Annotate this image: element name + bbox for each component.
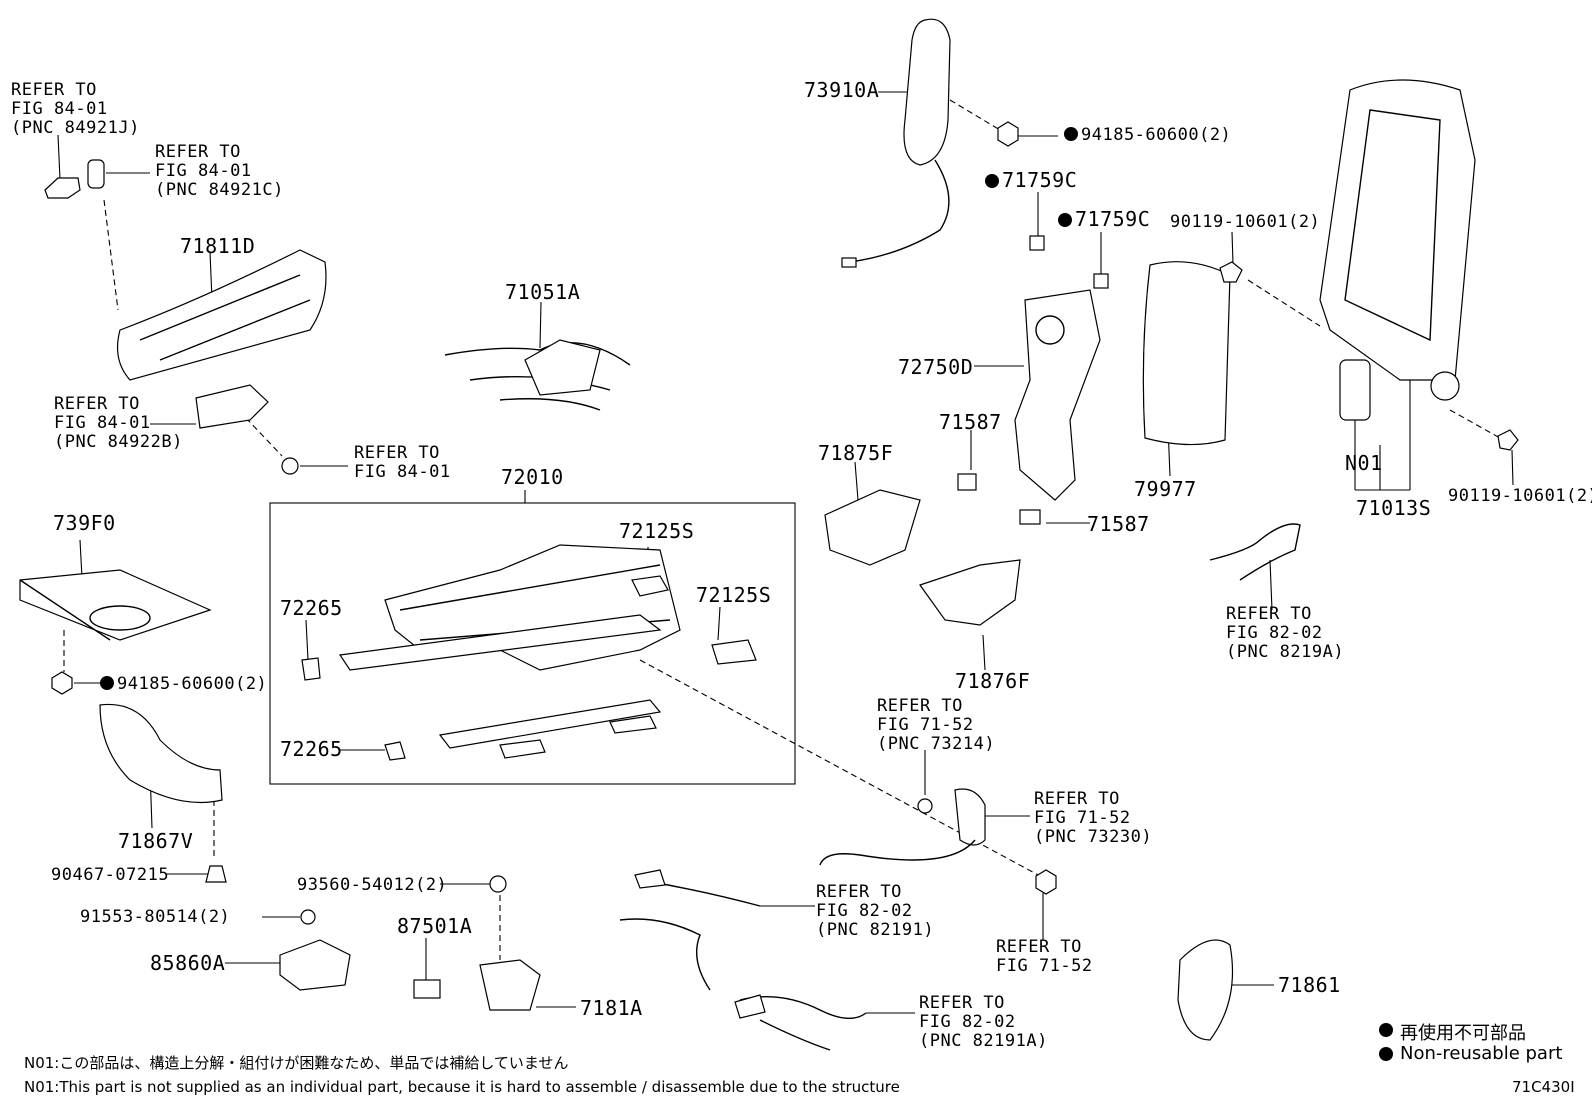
ref-84922B: REFER TO FIG 84-01 (PNC 84922B) <box>54 394 183 452</box>
part-94185-top-number: 94185-60600(2) <box>1081 125 1232 145</box>
ref-8219A: REFER TO FIG 82-02 (PNC 8219A) <box>1226 604 1345 662</box>
non-reusable-dot <box>985 174 999 188</box>
ref-fig-71-52: REFER TO FIG 71-52 <box>996 937 1093 976</box>
part-72750D: 72750D <box>898 355 974 379</box>
ref-84921J: REFER TO FIG 84-01 (PNC 84921J) <box>11 80 140 138</box>
part-94185-60600-left: 94185-60600(2) <box>100 675 267 694</box>
part-79977: 79977 <box>1134 477 1197 501</box>
part-73910A: 73910A <box>804 78 880 102</box>
part-72010: 72010 <box>501 465 564 489</box>
legend-dot-en <box>1379 1047 1393 1061</box>
legend-non-reusable-en: Non-reusable part <box>1400 1043 1563 1064</box>
part-71759C-b: 71759C <box>1058 208 1150 230</box>
seat-adjuster-group-box <box>269 502 796 785</box>
part-94185-left-number: 94185-60600(2) <box>117 674 268 694</box>
part-71867V: 71867V <box>118 829 194 853</box>
part-72125S-b: 72125S <box>696 583 772 607</box>
part-72125S-a: 72125S <box>619 519 695 543</box>
part-93560-54012: 93560-54012(2) <box>297 875 448 895</box>
note-n01-japanese: N01:この部品は、構造上分解・組付けが困難なため、単品では補給していません <box>24 1054 569 1072</box>
part-91553-80514: 91553-80514(2) <box>80 907 231 927</box>
figure-code: 71C430I <box>1512 1078 1575 1096</box>
part-71861: 71861 <box>1278 973 1341 997</box>
part-71876F: 71876F <box>955 669 1031 693</box>
part-90467-07215: 90467-07215 <box>51 865 170 885</box>
non-reusable-dot <box>1058 213 1072 227</box>
ref-73230: REFER TO FIG 71-52 (PNC 73230) <box>1034 789 1153 847</box>
part-72265-a: 72265 <box>280 596 343 620</box>
ref-84921C: REFER TO FIG 84-01 (PNC 84921C) <box>155 142 284 200</box>
ref-82191: REFER TO FIG 82-02 (PNC 82191) <box>816 882 935 940</box>
ref-82191A: REFER TO FIG 82-02 (PNC 82191A) <box>919 993 1048 1051</box>
legend-non-reusable-jp: 再使用不可部品 <box>1400 1023 1526 1044</box>
part-71759C-b-number: 71759C <box>1075 207 1151 231</box>
part-N01: N01 <box>1345 451 1383 475</box>
non-reusable-dot <box>1064 127 1078 141</box>
part-94185-60600-top: 94185-60600(2) <box>1064 126 1231 145</box>
part-85860A: 85860A <box>150 951 226 975</box>
part-shapes <box>19 18 1519 1061</box>
part-71759C-a-number: 71759C <box>1002 168 1078 192</box>
part-71587-b: 71587 <box>1087 512 1150 536</box>
part-71759C-a: 71759C <box>985 169 1077 191</box>
part-71013S: 71013S <box>1356 496 1432 520</box>
part-739F0: 739F0 <box>53 511 116 535</box>
part-7181A: 7181A <box>580 996 643 1020</box>
part-90119-10601-b: 90119-10601(2) <box>1448 486 1592 506</box>
ref-73214: REFER TO FIG 71-52 (PNC 73214) <box>877 696 996 754</box>
non-reusable-dot <box>100 676 114 690</box>
legend-dot-jp <box>1379 1023 1393 1037</box>
ref-fig-84-01: REFER TO FIG 84-01 <box>354 443 451 482</box>
part-71875F: 71875F <box>818 441 894 465</box>
note-n01-english: N01:This part is not supplied as an indi… <box>24 1078 900 1096</box>
part-71051A: 71051A <box>505 280 581 304</box>
part-71811D: 71811D <box>180 234 256 258</box>
part-71587-a: 71587 <box>939 410 1002 434</box>
part-72265-b: 72265 <box>280 737 343 761</box>
part-87501A: 87501A <box>397 914 473 938</box>
part-90119-10601-a: 90119-10601(2) <box>1170 212 1321 232</box>
